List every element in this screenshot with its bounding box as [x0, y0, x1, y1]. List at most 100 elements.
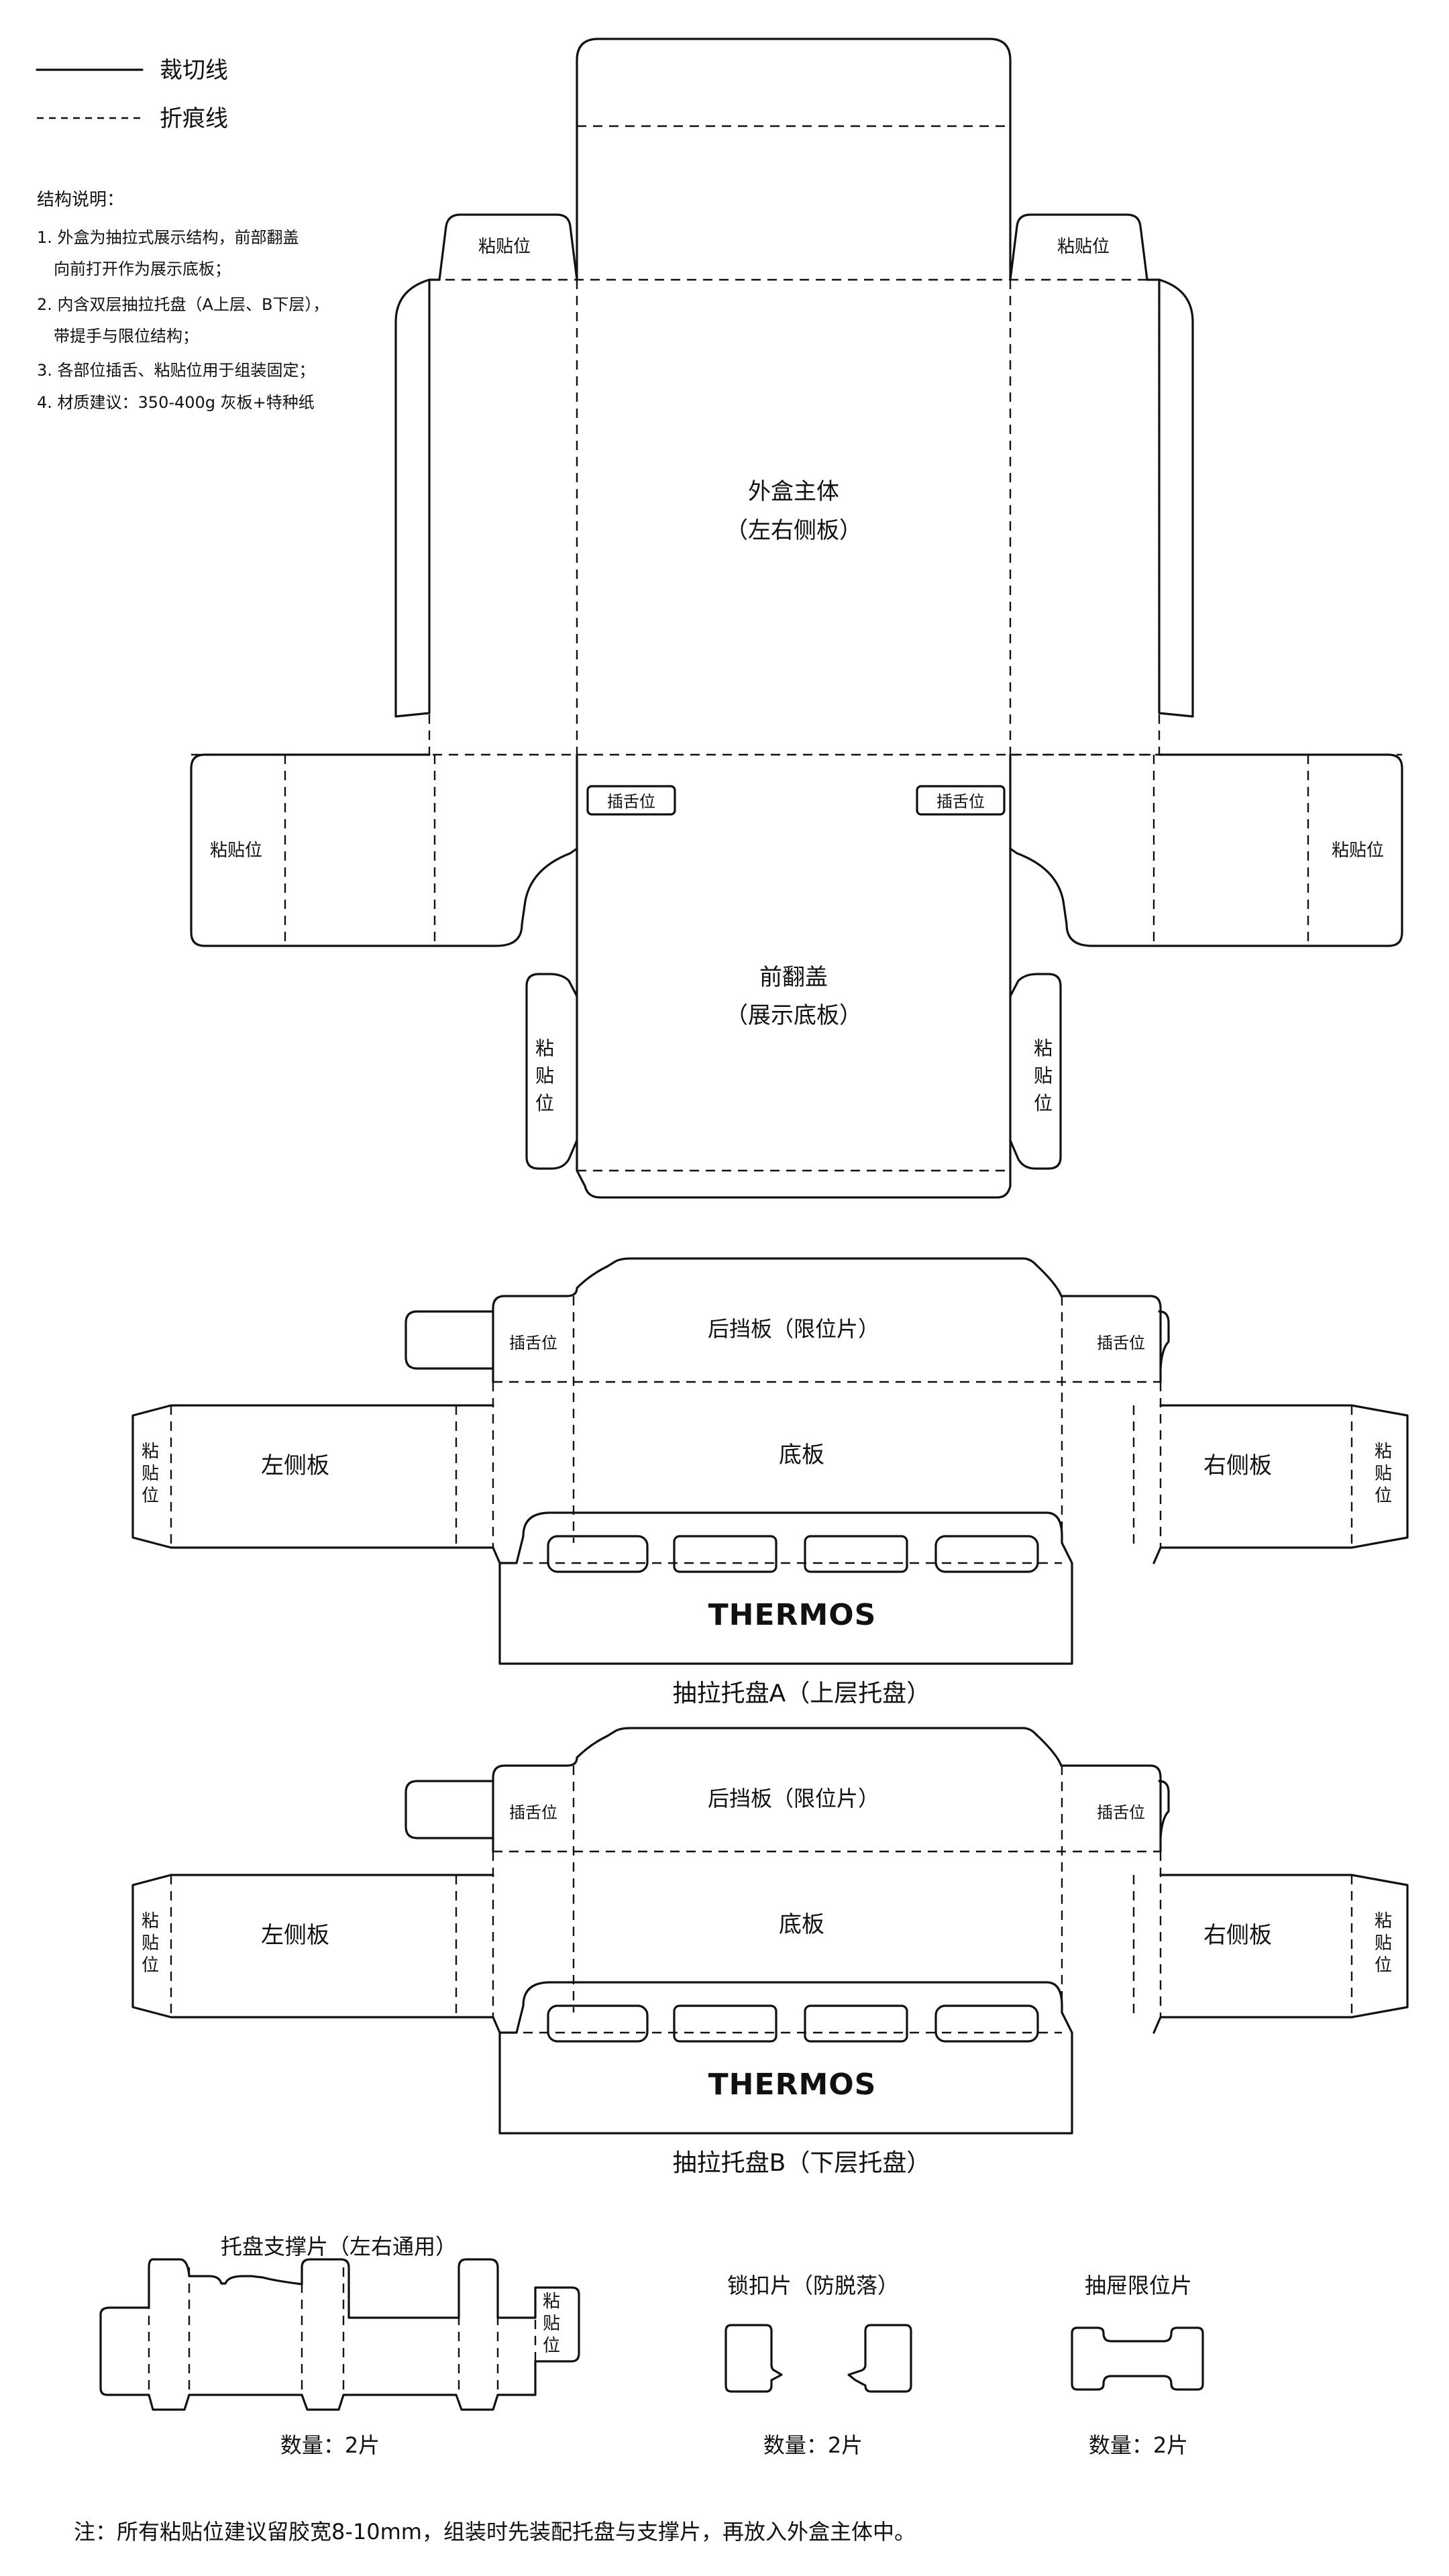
- support-quantity: 数量：2片: [280, 2432, 380, 2458]
- tray-b-glue-left-2: 贴: [142, 1933, 159, 1953]
- outer-glue-v-left-1: 粘: [535, 1037, 554, 1059]
- tray-a-glue-left-1: 粘: [142, 1442, 159, 1462]
- tray-b-caption: 抽拉托盘B（下层托盘）: [673, 2149, 931, 2177]
- tray-a-front-panel: [498, 1511, 1073, 1665]
- outer-side-panel-left: [190, 753, 578, 947]
- tray-a-glue-right-2: 贴: [1375, 1464, 1392, 1484]
- tray-b-back-label: 后挡板（限位片）: [708, 1786, 879, 1811]
- tray-a-glue-left-3: 位: [142, 1486, 159, 1506]
- outer-side-panel-right: [1009, 753, 1403, 947]
- lock-piece-right: [847, 2324, 912, 2393]
- tray-b-left-panel-label: 左侧板: [261, 1922, 329, 1949]
- tray-b-dieline: 后挡板（限位片） 插舌位 插舌位 左侧板 粘 贴 位 右侧板 粘 贴 位 底板 …: [131, 1727, 1409, 2177]
- lock-piece: 锁扣片（防脱落） 数量：2片: [724, 2273, 912, 2458]
- support-outline: [99, 2258, 580, 2411]
- tray-a-window-3: [804, 1535, 908, 1573]
- outer-glue-side-right-label: 粘贴位: [1332, 841, 1384, 861]
- tray-b-tuck-right-label: 插舌位: [1097, 1803, 1145, 1822]
- tray-b-window-1: [547, 2004, 649, 2043]
- lock-title: 锁扣片（防脱落）: [727, 2273, 899, 2298]
- outer-right-wedge: [1158, 278, 1194, 718]
- notes-line-6: 4. 材质建议：350-400g 灰板+特种纸: [37, 393, 315, 412]
- outer-flap-subtitle: （展示底板）: [725, 1002, 862, 1029]
- tray-b-right-wing: [1152, 1874, 1409, 2034]
- drawer-stop-piece: 抽屉限位片 数量：2片: [1071, 2273, 1204, 2458]
- notes-title: 结构说明：: [37, 190, 124, 210]
- footer-note: 注：所有粘贴位建议留胶宽8-10mm，组装时先装配托盘与支撑片，再放入外盒主体中…: [74, 2519, 916, 2544]
- notes-line-3: 2. 内含双层抽拉托盘（A上层、B下层），: [37, 295, 329, 314]
- outer-tuck-slot-left: [586, 785, 676, 816]
- outer-box-dieline: 粘贴位 粘贴位 外盒主体 （左右侧板） 粘贴位 粘贴位 插舌位: [190, 38, 1403, 1199]
- tray-a-tuck-left-label: 插舌位: [509, 1334, 557, 1352]
- tray-a-back-label: 后挡板（限位片）: [708, 1316, 879, 1342]
- outer-glue-top-right-label: 粘贴位: [1057, 237, 1110, 257]
- tray-b-brand-logo: THERMOS: [708, 2068, 877, 2102]
- tray-b-glue-left-3: 位: [142, 1955, 159, 1976]
- tray-a-window-2: [673, 1535, 777, 1573]
- tray-b-right-panel-label: 右侧板: [1203, 1922, 1272, 1949]
- outer-main-title: 外盒主体: [748, 478, 839, 505]
- tray-a-left-wing: [131, 1404, 501, 1564]
- tray-a-tuck-right-label: 插舌位: [1097, 1334, 1145, 1352]
- outer-tuck-right-label: 插舌位: [936, 792, 985, 811]
- tray-a-right-wing: [1152, 1404, 1409, 1564]
- outer-tuck-left-label: 插舌位: [607, 792, 655, 811]
- outer-glue-v-right-2: 贴: [1034, 1065, 1053, 1087]
- lock-piece-left: [724, 2324, 783, 2393]
- outer-glue-top-right: [1009, 213, 1148, 281]
- notes-line-5: 3. 各部位插舌、粘贴位用于组装固定；: [37, 361, 315, 380]
- support-glue-1: 粘: [543, 2292, 560, 2312]
- tray-b-window-3: [804, 2004, 908, 2043]
- drawer-stop-quantity: 数量：2片: [1089, 2432, 1188, 2458]
- outer-tuck-slot-right: [916, 785, 1006, 816]
- tray-b-glue-right-2: 贴: [1375, 1933, 1392, 1953]
- notes-line-4: 带提手与限位结构；: [54, 327, 199, 345]
- tray-a-dieline: 后挡板（限位片） 插舌位 插舌位 左侧板 粘 贴 位 右侧板 粘 贴 位 底板 …: [131, 1257, 1409, 1707]
- tray-a-glue-left-2: 贴: [142, 1464, 159, 1484]
- outer-glue-v-right-1: 粘: [1034, 1037, 1053, 1059]
- outer-glue-v-left-2: 贴: [535, 1065, 554, 1087]
- tray-a-left-panel-label: 左侧板: [261, 1452, 329, 1479]
- legend-fold-label: 折痕线: [160, 105, 228, 132]
- outer-flap-title: 前翻盖: [759, 964, 828, 991]
- outer-glue-side-left-label: 粘贴位: [210, 841, 262, 861]
- tray-a-glue-right-3: 位: [1375, 1486, 1392, 1506]
- tray-b-window-2: [673, 2004, 777, 2043]
- outer-glue-vertical-right: [1009, 973, 1062, 1170]
- drawer-stop-title: 抽屉限位片: [1085, 2273, 1192, 2298]
- tray-a-tuck-tab-left: [405, 1310, 494, 1370]
- tray-b-front-panel: [498, 1981, 1073, 2135]
- tray-b-window-4: [934, 2004, 1039, 2043]
- outer-glue-vertical-left: [525, 973, 578, 1170]
- tray-b-glue-right-1: 粘: [1375, 1911, 1392, 1931]
- outer-glue-top-left: [438, 213, 578, 281]
- outer-main-subtitle: （左右侧板）: [725, 517, 862, 544]
- tray-a-glue-right-1: 粘: [1375, 1442, 1392, 1462]
- tray-a-back-panel: [492, 1257, 1162, 1383]
- tray-b-bottom-label: 底板: [779, 1911, 824, 1938]
- notes-line-2: 向前打开作为展示底板；: [54, 260, 231, 278]
- drawer-stop-outline: [1071, 2326, 1204, 2391]
- tray-b-tuck-tab-left: [405, 1780, 494, 1839]
- structure-notes: 结构说明： 1. 外盒为抽拉式展示结构，前部翻盖 向前打开作为展示底板； 2. …: [37, 190, 329, 412]
- legend-cut-label: 裁切线: [160, 57, 228, 84]
- tray-a-brand-logo: THERMOS: [708, 1598, 877, 1632]
- tray-a-right-panel-label: 右侧板: [1203, 1452, 1272, 1479]
- tray-b-glue-left-1: 粘: [142, 1911, 159, 1931]
- support-glue-2: 贴: [543, 2314, 560, 2334]
- tray-a-caption: 抽拉托盘A（上层托盘）: [673, 1680, 931, 1707]
- tray-a-bottom-label: 底板: [779, 1442, 824, 1468]
- outer-top-flap: [576, 38, 1012, 281]
- tray-b-back-panel: [492, 1727, 1162, 1853]
- tray-b-left-wing: [131, 1874, 501, 2034]
- tray-b-glue-right-3: 位: [1375, 1955, 1392, 1976]
- legend: 裁切线 折痕线: [36, 57, 228, 132]
- tray-a-tuck-tab-right: [1158, 1310, 1170, 1370]
- tray-b-tuck-tab-right: [1158, 1780, 1170, 1839]
- tray-a-window-4: [934, 1535, 1039, 1573]
- support-piece: 托盘支撑片（左右通用） 粘 贴 位 数量：2片: [99, 2234, 580, 2458]
- support-title: 托盘支撑片（左右通用）: [221, 2234, 457, 2259]
- tray-a-window-1: [547, 1535, 649, 1573]
- outer-front-flap: [576, 753, 1012, 1199]
